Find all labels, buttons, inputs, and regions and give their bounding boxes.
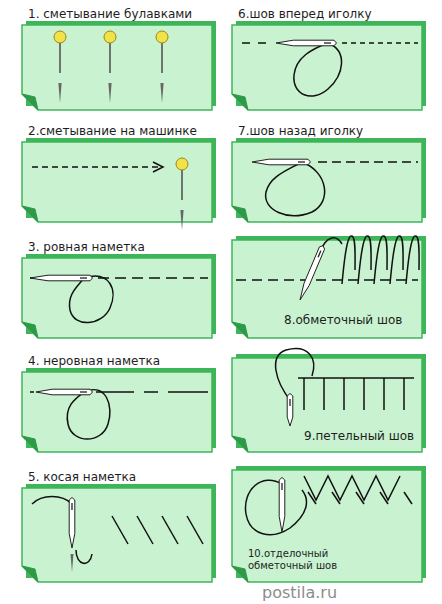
stitch-title: 8.обметочный шов <box>282 314 404 328</box>
stitch-line <box>303 378 305 410</box>
stitch-card: 10.отделочный обметочный шов <box>232 470 422 582</box>
stitch-line <box>112 516 128 544</box>
stitch-title: 3. ровная наметка <box>28 241 145 255</box>
thread <box>276 349 314 400</box>
stitch-drawing <box>236 236 419 300</box>
stitch-line <box>404 492 412 504</box>
stitch-line <box>32 166 162 168</box>
stitch-title: 5. косая наметка <box>28 471 136 485</box>
card-sheet <box>232 236 426 338</box>
needle <box>300 246 325 300</box>
card-sheet <box>22 138 216 222</box>
stitch-title: 6.шов вперед иголку <box>238 8 372 22</box>
watermark: postila.ru <box>262 584 337 602</box>
pin-head <box>104 31 116 43</box>
stitch-drawing <box>30 389 208 439</box>
pin-head <box>54 31 66 43</box>
stitch-card: 9.петельный шов <box>232 358 422 452</box>
card-sheet <box>22 254 216 338</box>
thread <box>342 236 355 284</box>
thread <box>69 276 112 322</box>
stitch-line <box>343 378 345 410</box>
thread <box>374 236 387 284</box>
stitch-line <box>383 378 385 410</box>
stitch-card: 4. неровная наметка <box>22 372 212 452</box>
thread <box>76 550 92 563</box>
stitch-drawing <box>30 275 208 322</box>
stitch-line <box>318 161 418 163</box>
stitch-drawing <box>54 31 168 103</box>
thread <box>67 390 110 439</box>
stitch-title: 9.петельный шов <box>302 430 416 444</box>
thread <box>245 480 306 534</box>
stitch-card: 5. косая наметка <box>22 488 212 582</box>
pin-head <box>176 158 188 170</box>
stitch-card: 6.шов вперед иголку <box>232 25 422 110</box>
pin-head <box>156 31 168 43</box>
stitch-line <box>304 476 400 500</box>
thread <box>358 236 371 284</box>
stitch-card: 3. ровная наметка <box>22 258 212 338</box>
thread <box>266 162 325 216</box>
stitch-line <box>168 391 208 393</box>
needle <box>279 478 285 533</box>
stitch-line <box>380 492 388 504</box>
stitch-drawing <box>32 158 188 230</box>
stitch-line <box>308 492 316 504</box>
stitch-line <box>332 492 340 504</box>
stitch-card: 2.сметывание на машинке <box>22 142 212 222</box>
stitch-title: 4. неровная наметка <box>28 355 160 369</box>
card-sheet <box>22 368 216 452</box>
needle <box>69 498 75 549</box>
stitch-line <box>298 377 414 379</box>
stitch-drawing <box>32 497 203 573</box>
stitch-line <box>363 378 365 410</box>
stitch-line <box>403 378 405 410</box>
card-sheet <box>232 138 426 222</box>
card-sheet <box>232 354 426 452</box>
stitch-line <box>242 42 250 44</box>
stitch-line <box>30 391 34 393</box>
stitch-drawing <box>242 40 418 96</box>
stitch-line <box>356 492 364 504</box>
needle <box>252 159 311 165</box>
stitch-title: 7.шов назад иголку <box>238 125 363 139</box>
thread <box>406 236 419 284</box>
card-sheet <box>22 484 216 582</box>
needle <box>36 389 93 395</box>
stitch-line <box>258 42 266 44</box>
stitch-line <box>187 516 203 544</box>
stitch-title: 1. сметывание булавками <box>28 8 192 22</box>
stitch-card: 8.обметочный шов <box>232 240 422 338</box>
stitch-line <box>153 162 163 172</box>
stitch-line <box>342 42 418 44</box>
needle <box>276 40 337 46</box>
stitch-title: 2.сметывание на машинке <box>28 125 197 139</box>
card-sheet <box>232 21 426 110</box>
stitch-line <box>323 378 325 410</box>
stitch-line <box>137 516 153 544</box>
stitch-card: 1. сметывание булавками <box>22 25 212 110</box>
card-sheet <box>232 466 426 582</box>
thread <box>32 497 72 505</box>
stitch-title: 10.отделочный обметочный шов <box>246 548 390 571</box>
needle <box>287 394 293 427</box>
thread <box>390 236 403 284</box>
stitch-drawing <box>252 159 418 215</box>
card-sheet <box>22 21 216 110</box>
stitch-card: 7.шов назад иголку <box>232 142 422 222</box>
needle <box>30 275 93 281</box>
stitch-line <box>144 391 158 393</box>
thread <box>294 43 342 96</box>
stitch-drawing <box>245 476 412 535</box>
stitch-drawing <box>276 349 414 426</box>
stitch-line <box>162 516 178 544</box>
